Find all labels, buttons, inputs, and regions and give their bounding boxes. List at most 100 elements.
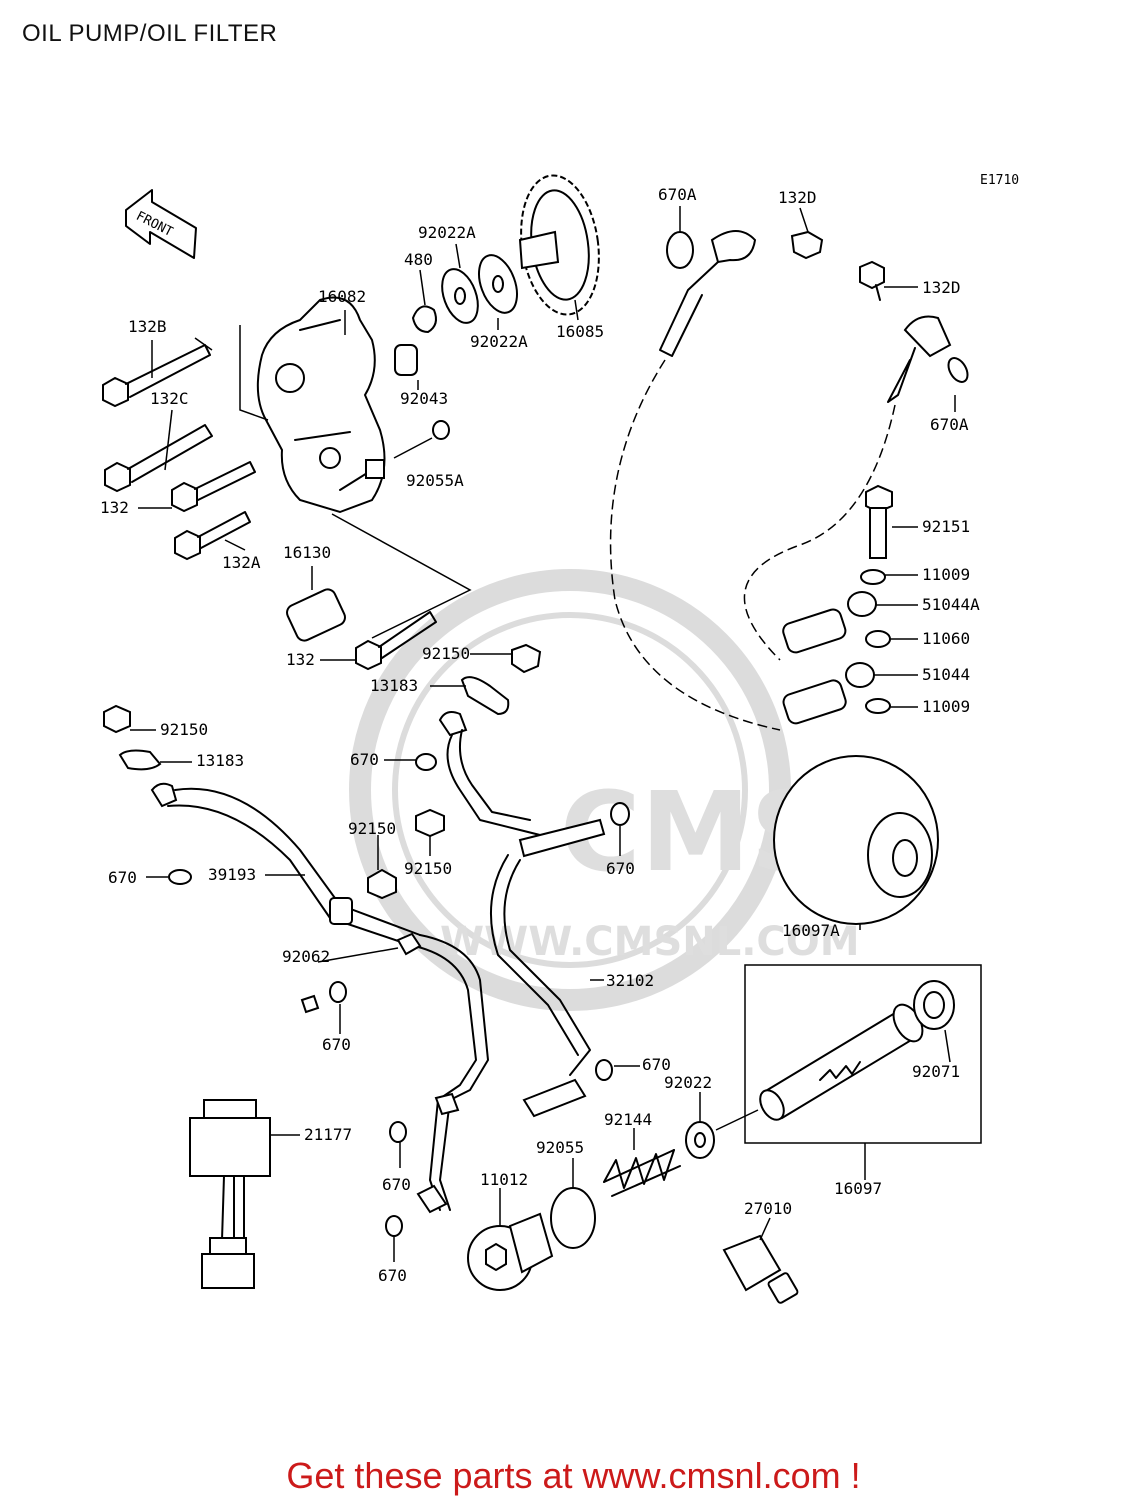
label-670a-top: 670A bbox=[658, 185, 697, 204]
label-670-d: 670 bbox=[322, 1035, 351, 1054]
diagram-code: E1710 bbox=[980, 173, 1019, 188]
label-92150-a: 92150 bbox=[422, 644, 470, 663]
label-11012: 11012 bbox=[480, 1170, 528, 1189]
plate-13183-a bbox=[460, 676, 510, 716]
label-13183-a: 13183 bbox=[370, 676, 418, 695]
label-132c: 132C bbox=[150, 389, 189, 408]
label-51044: 51044 bbox=[922, 665, 970, 684]
label-92043: 92043 bbox=[400, 389, 448, 408]
label-132b: 132B bbox=[128, 317, 167, 336]
oring-670-lower bbox=[389, 1121, 407, 1143]
washer-11060 bbox=[865, 630, 891, 648]
label-92150-c: 92150 bbox=[348, 819, 396, 838]
page-title: OIL PUMP/OIL FILTER bbox=[22, 20, 278, 47]
oring-670-32102 bbox=[595, 1059, 613, 1081]
plug-92062 bbox=[300, 994, 320, 1014]
label-16082: 16082 bbox=[318, 287, 366, 306]
bolt-92150-c bbox=[415, 808, 445, 838]
bolt-132d-right bbox=[859, 260, 885, 290]
oring-670-mid bbox=[415, 753, 437, 771]
banjo-51044 bbox=[782, 662, 875, 725]
valve-16130 bbox=[286, 588, 346, 642]
label-132-lower: 132 bbox=[286, 650, 315, 669]
bolt-132a bbox=[174, 511, 251, 561]
label-16097a: 16097A bbox=[782, 921, 840, 940]
bolt-132-lower bbox=[355, 611, 437, 671]
label-27010: 27010 bbox=[744, 1199, 792, 1218]
washer-92022 bbox=[685, 1121, 715, 1159]
oring-670-bottom bbox=[385, 1215, 403, 1237]
front-arrow-icon: FRONT bbox=[125, 189, 197, 259]
sensor-21177 bbox=[189, 1099, 271, 1289]
label-132d-top: 132D bbox=[778, 188, 817, 207]
label-16097: 16097 bbox=[834, 1179, 882, 1198]
fitting-lower bbox=[434, 1092, 460, 1116]
label-32102: 32102 bbox=[606, 971, 654, 990]
label-92150-b: 92150 bbox=[160, 720, 208, 739]
oil-pump-16082 bbox=[256, 296, 386, 514]
label-480: 480 bbox=[404, 250, 433, 269]
oil-filter-16097a bbox=[773, 755, 939, 925]
circlip-480 bbox=[411, 305, 437, 334]
bolt-92150-a bbox=[511, 643, 542, 674]
oring-670-left bbox=[168, 869, 192, 885]
label-92071: 92071 bbox=[912, 1062, 960, 1081]
label-92055: 92055 bbox=[536, 1138, 584, 1157]
elbow-fitting-right bbox=[903, 315, 952, 358]
washer-92022a-a bbox=[441, 268, 479, 324]
banjo-bolt-92151 bbox=[865, 484, 893, 559]
washer-92022a-b bbox=[478, 254, 518, 314]
watermark-url: WWW.CMSNL.COM bbox=[440, 919, 860, 965]
pipe-union bbox=[518, 818, 606, 858]
label-11060: 11060 bbox=[922, 629, 970, 648]
banjo-51044a bbox=[782, 591, 877, 654]
part-labels: 670A 132D 132D 670A 92022A 480 16082 920… bbox=[100, 185, 980, 1285]
bolt-132b bbox=[102, 337, 213, 408]
plate-13183-b bbox=[118, 749, 162, 771]
bolt-92150-b bbox=[103, 704, 131, 734]
oring-670a-top bbox=[666, 231, 694, 269]
label-670-c: 670 bbox=[108, 868, 137, 887]
washer-11009-a bbox=[860, 569, 886, 585]
label-16130: 16130 bbox=[283, 543, 331, 562]
label-670-f: 670 bbox=[382, 1175, 411, 1194]
label-92022a-bot: 92022A bbox=[470, 332, 528, 351]
label-13183-b: 13183 bbox=[196, 751, 244, 770]
label-132-upper: 132 bbox=[100, 498, 129, 517]
pin-92043 bbox=[394, 344, 418, 376]
label-670-g: 670 bbox=[378, 1266, 407, 1285]
switch-27010 bbox=[722, 1234, 799, 1304]
elbow-fitting-top bbox=[710, 230, 757, 264]
leader-lines bbox=[130, 206, 956, 1262]
oring-670-92062 bbox=[329, 981, 347, 1003]
label-92062: 92062 bbox=[282, 947, 330, 966]
oring-92055 bbox=[550, 1187, 596, 1249]
label-132d-right: 132D bbox=[922, 278, 961, 297]
label-92022a-top: 92022A bbox=[418, 223, 476, 242]
label-92144: 92144 bbox=[604, 1110, 652, 1129]
spring-92144 bbox=[603, 1149, 681, 1197]
label-92151: 92151 bbox=[922, 517, 970, 536]
fitting-upper bbox=[396, 932, 422, 956]
label-132a: 132A bbox=[222, 553, 261, 572]
oring-92055a bbox=[432, 420, 450, 440]
label-51044a: 51044A bbox=[922, 595, 980, 614]
label-670-b: 670 bbox=[606, 859, 635, 878]
bolt-132 bbox=[171, 461, 256, 513]
label-16085: 16085 bbox=[556, 322, 604, 341]
seal-92071 bbox=[913, 980, 955, 1030]
bolt-92150-d bbox=[367, 868, 397, 900]
label-670-a: 670 bbox=[350, 750, 379, 769]
label-670a-right: 670A bbox=[930, 415, 969, 434]
label-21177: 21177 bbox=[304, 1125, 352, 1144]
label-92150-d: 92150 bbox=[404, 859, 452, 878]
gear-16085 bbox=[518, 174, 600, 316]
plug-11012 bbox=[467, 1212, 554, 1291]
oil-pipe-39193 bbox=[150, 782, 421, 946]
bolt-132c bbox=[104, 424, 213, 493]
oring-670a-right bbox=[947, 357, 969, 383]
filter-kit-box bbox=[744, 964, 982, 1144]
footer-link[interactable]: Get these parts at www.cmsnl.com ! bbox=[286, 1455, 861, 1496]
filter-element-16097 bbox=[759, 1003, 924, 1121]
bolt-132d-top bbox=[790, 230, 824, 260]
